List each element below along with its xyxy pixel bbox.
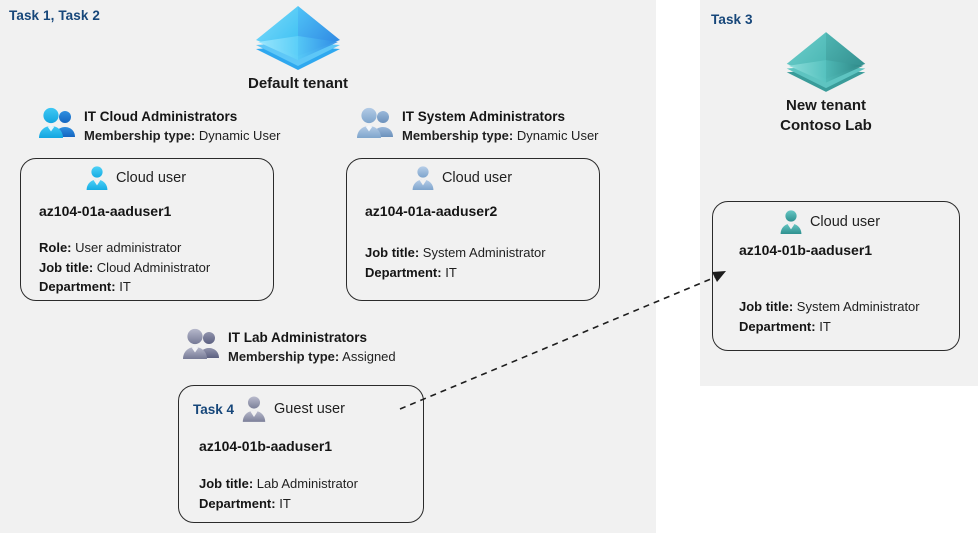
group-membership: Membership type: Assigned <box>228 347 396 366</box>
attr-label: Job title: <box>199 476 254 491</box>
user-type: Cloud user <box>441 170 513 186</box>
attr-department: Department: IT <box>199 494 358 514</box>
group-membership: Membership type: Dynamic User <box>402 126 599 145</box>
attr-label: Job title: <box>365 245 420 260</box>
attr-value: IT <box>119 279 131 294</box>
task-label-4: Task 4 <box>193 401 235 417</box>
user-type: Guest user <box>274 401 345 417</box>
tenant-new: New tenant Contoso Lab <box>741 28 911 136</box>
attr-label: Department: <box>199 495 276 511</box>
attr-value: User administrator <box>75 240 182 255</box>
attr-role: Role: User administrator <box>39 238 210 258</box>
task-label-3: Task 3 <box>711 12 753 27</box>
user-card-az104-01a-aaduser1: Cloud user az104-01a-aaduser1 Role: User… <box>20 158 274 301</box>
user-attributes: Job title: System Administrator Departme… <box>365 243 546 282</box>
attr-department: Department: IT <box>39 277 210 297</box>
group-name: IT Lab Administrators <box>228 330 368 345</box>
group-name: IT Cloud Administrators <box>84 109 238 124</box>
guest-user-icon <box>242 396 266 422</box>
group-name: IT System Administrators <box>402 109 566 124</box>
user-upn: az104-01b-aaduser1 <box>739 242 873 258</box>
attr-value: System Administrator <box>422 245 546 260</box>
attr-job-title: Job title: Cloud Administrator <box>39 258 210 278</box>
user-attributes: Job title: Lab Administrator Department:… <box>199 474 358 513</box>
tenant-new-name-line2: Contoso Lab <box>780 117 872 134</box>
membership-label: Membership type: <box>228 349 340 364</box>
attr-value: IT <box>445 264 457 280</box>
group-it-lab-administrators: IT Lab Administrators Membership type: A… <box>182 327 396 366</box>
tenant-default-name: Default tenant <box>247 75 348 92</box>
cloud-user-icon <box>86 166 108 190</box>
user-type: Cloud user <box>809 214 881 230</box>
membership-value: Dynamic User <box>516 128 599 143</box>
membership-value: Dynamic User <box>198 128 281 143</box>
attr-job-title: Job title: Lab Administrator <box>199 474 358 494</box>
attr-label: Role: <box>39 240 72 255</box>
user-upn: az104-01b-aaduser1 <box>199 438 333 454</box>
azure-tenant-icon <box>786 32 866 92</box>
attr-value: Cloud Administrator <box>96 259 211 275</box>
tenant-default: Default tenant <box>213 2 383 94</box>
group-users-icon <box>39 107 75 138</box>
attr-value: Lab Administrator <box>256 476 358 491</box>
attr-label: Department: <box>739 318 816 334</box>
group-users-icon <box>183 328 219 359</box>
attr-job-title: Job title: System Administrator <box>365 243 546 263</box>
attr-value: System Administrator <box>796 299 920 314</box>
user-type: Cloud user <box>115 170 187 186</box>
attr-label: Job title: <box>739 299 794 314</box>
attr-job-title: Job title: System Administrator <box>739 297 920 317</box>
attr-value: IT <box>819 318 831 334</box>
attr-department: Department: IT <box>739 317 920 337</box>
membership-label: Membership type: <box>84 128 196 143</box>
user-card-az104-01a-aaduser2: Cloud user az104-01a-aaduser2 Job title:… <box>346 158 600 301</box>
user-attributes: Job title: System Administrator Departme… <box>739 297 920 336</box>
azure-tenant-icon <box>256 6 340 70</box>
card-header: Cloud user <box>21 159 273 191</box>
group-it-system-administrators: IT System Administrators Membership type… <box>356 106 599 145</box>
attr-department: Department: IT <box>365 263 546 283</box>
user-card-az104-01b-aaduser1-cloud: Cloud user az104-01b-aaduser1 Job title:… <box>712 201 960 351</box>
user-upn: az104-01a-aaduser1 <box>39 203 172 219</box>
group-it-cloud-administrators: IT Cloud Administrators Membership type:… <box>38 106 281 145</box>
cloud-user-icon <box>780 210 802 234</box>
attr-label: Department: <box>365 264 442 280</box>
group-users-icon <box>357 107 393 138</box>
membership-value: Assigned <box>342 349 396 364</box>
membership-label: Membership type: <box>402 128 514 143</box>
attr-label: Department: <box>39 279 116 294</box>
task-label-1-2: Task 1, Task 2 <box>9 8 100 23</box>
cloud-user-icon <box>412 166 434 190</box>
attr-value: IT <box>279 495 291 511</box>
card-header: Task 4 Guest user <box>179 386 423 423</box>
card-header: Cloud user <box>347 159 599 191</box>
tenant-new-name-line1: New tenant <box>785 97 866 114</box>
group-membership: Membership type: Dynamic User <box>84 126 281 145</box>
card-header: Cloud user <box>713 202 959 235</box>
user-card-az104-01b-aaduser1-guest: Task 4 Guest user az104-01b-aaduser1 Job… <box>178 385 424 523</box>
user-upn: az104-01a-aaduser2 <box>365 203 498 219</box>
attr-label: Job title: <box>39 259 94 275</box>
user-attributes: Role: User administrator Job title: Clou… <box>39 238 210 297</box>
